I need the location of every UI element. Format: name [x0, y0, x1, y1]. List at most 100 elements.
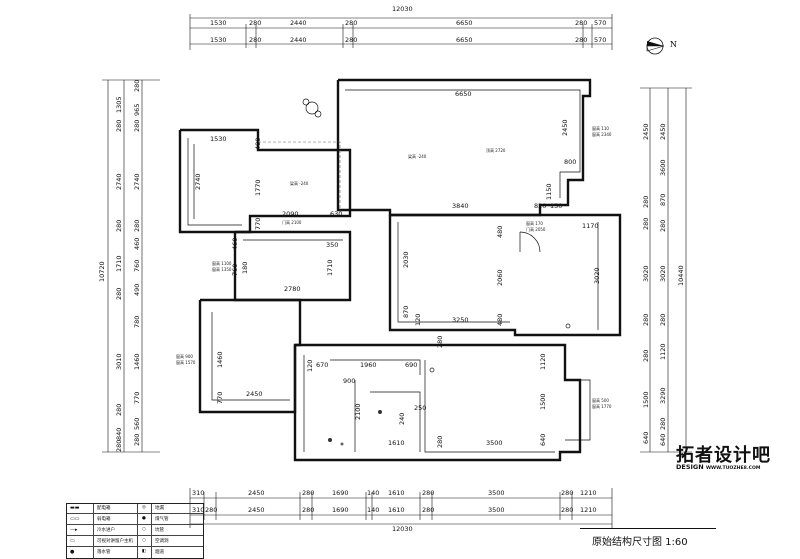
north-label: N: [670, 40, 677, 49]
top-dim-a: 1530: [210, 19, 227, 27]
right-total-dim: 10440: [677, 265, 685, 286]
int-dim-1710: 1710: [326, 259, 334, 276]
left-inner-1: 280: [133, 80, 141, 92]
bottom-dim-f: 1610: [388, 489, 405, 497]
int-dim-1960: 1960: [360, 361, 377, 369]
left-total-dim: 10720: [98, 261, 106, 282]
int-dim-900: 900: [343, 377, 355, 385]
int-dim-2030: 2030: [402, 251, 410, 268]
legend-label: 配电箱: [97, 506, 111, 511]
window-label-8: 窗高 110: [592, 125, 609, 131]
int-dim-770: 770: [254, 218, 262, 230]
legend-row: ● 落水管 ◧ 烟道: [67, 548, 203, 557]
legend-label: 冷水进户: [97, 528, 115, 533]
legend-label: 地漏: [155, 506, 164, 511]
bottom-dim-i: 280: [561, 489, 573, 497]
right-dim-5: 3020: [659, 265, 667, 282]
left-inner-3: 280: [133, 120, 141, 132]
right-dim-1: 2450: [659, 123, 667, 140]
legend-label: 煤气管: [155, 517, 169, 522]
top-dim-g: 570: [594, 19, 606, 27]
right-dim-7: 1120: [659, 343, 667, 360]
int-dim-3500: 3500: [486, 439, 503, 447]
beam-label-2: 梁高 -240: [290, 180, 309, 186]
int-dim-1150: 1150: [545, 183, 553, 200]
int-dim-1460: 1460: [216, 351, 224, 368]
int-dim-120: 120: [414, 314, 422, 326]
int-dim-800: 800: [564, 158, 576, 166]
window-label-4: 窗高 900: [176, 353, 193, 359]
brand-logo: 拓者设计吧 DESIGN WWW.TUOZHE8.COM: [676, 441, 786, 473]
top-total-dim: 12030: [392, 5, 413, 13]
interior-dimensions: 6650 2450 800 1150 3840 820 150 1170 153…: [194, 90, 601, 448]
intercom-icon: ▭: [70, 538, 75, 544]
bottom-dim2-e: 1690: [332, 506, 349, 514]
int-dim-150: 150: [550, 202, 562, 210]
bottom-dim2-d: 280: [302, 506, 314, 514]
top-dim2-c: 2440: [290, 36, 307, 44]
legend-table: ▬▬ 配电箱 ◎ 地漏 ▭▭ 弱电箱 ● 煤气管 —▸ 冷水进户 ○ 坑管 ▭ …: [66, 503, 204, 559]
flue-icon: ◧: [141, 549, 147, 554]
bottom-dim2-j: 280: [561, 506, 573, 514]
legend-label: 可视对讲留户主机: [97, 539, 133, 544]
left-dim-7: 3010: [115, 353, 123, 370]
int-dim-2090: 2090: [282, 210, 299, 218]
left-inner-2: 965: [133, 104, 141, 116]
drawing-title: 原始结构尺寸图 1:60: [592, 537, 688, 548]
bottom-dim2-g: 1610: [388, 506, 405, 514]
int-dim-480: 480: [254, 138, 262, 150]
int-dim-350: 350: [326, 241, 338, 249]
right-dim-4: 280: [659, 220, 667, 232]
right-inner-7: 1500: [642, 391, 650, 408]
drawing-title-box: 原始结构尺寸图 1:60: [580, 528, 716, 548]
door-label-2: 门高 2050: [526, 226, 546, 232]
left-inner-6: 460: [133, 238, 141, 250]
compass-icon: [646, 37, 665, 55]
left-dim-10: 280: [115, 440, 123, 452]
window-label-1: 窗高 1100: [212, 260, 232, 266]
bottom-ticks: [203, 492, 573, 520]
int-dim-480b: 480: [496, 226, 504, 238]
top-ticks: [245, 24, 593, 48]
left-inner-9: 780: [133, 316, 141, 328]
top-dim-f: 280: [575, 19, 587, 27]
water-inlet-icon: —▸: [70, 527, 78, 533]
window-label-5: 窗高 1570: [176, 359, 196, 365]
right-dim-8: 3290: [659, 387, 667, 404]
top-dim2-g: 570: [594, 36, 606, 44]
top-dim-b: 280: [249, 19, 261, 27]
top-dim2-f: 280: [575, 36, 587, 44]
int-dim-2450: 2450: [561, 119, 569, 136]
int-dim-630: 630: [330, 210, 342, 218]
left-inner-13: 280: [133, 434, 141, 446]
drain-pipe-icon: ○: [142, 527, 146, 532]
ac-hole-icon: ○: [142, 538, 146, 543]
legend-label: 弱电箱: [97, 517, 111, 522]
top-dim-c: 2440: [290, 19, 307, 27]
legend-row: —▸ 冷水进户 ○ 坑管: [67, 526, 203, 536]
left-inner-10: 1460: [133, 353, 141, 370]
bottom-dim2-c: 2450: [248, 506, 265, 514]
right-inner-8: 640: [642, 432, 650, 444]
bottom-dimensions: 310 2450 280 1690 140 1610 280 3500 280 …: [189, 488, 613, 533]
bottom-dim-a: 310: [192, 489, 204, 497]
bottom-dim-e: 140: [367, 489, 379, 497]
int-dim-480c: 480: [496, 314, 504, 326]
left-inner-8: 490: [133, 284, 141, 296]
floor-drain-icon: ◎: [142, 505, 146, 510]
left-dim-3: 2740: [115, 173, 123, 190]
left-inner-11: 770: [133, 392, 141, 404]
left-dim-4: 280: [115, 220, 123, 232]
top-dim-e: 6650: [456, 19, 473, 27]
legend-label: 坑管: [155, 528, 164, 533]
right-dim-3: 870: [659, 194, 667, 206]
right-dim-2: 3600: [659, 159, 667, 176]
left-inner-4: 2740: [133, 173, 141, 190]
room-annotations: 梁高 -240 梁高 -240 顶高 2720 门高 2100 窗高 1100 …: [176, 125, 612, 409]
legend-label: 烟道: [155, 550, 164, 555]
pipe-icon: [328, 438, 332, 442]
window-label-2: 窗高 1350: [212, 266, 232, 272]
right-dim-6: 280: [659, 314, 667, 326]
bottom-dim2-h: 280: [422, 506, 434, 514]
logo-main-text: 拓者设计吧: [676, 445, 771, 466]
